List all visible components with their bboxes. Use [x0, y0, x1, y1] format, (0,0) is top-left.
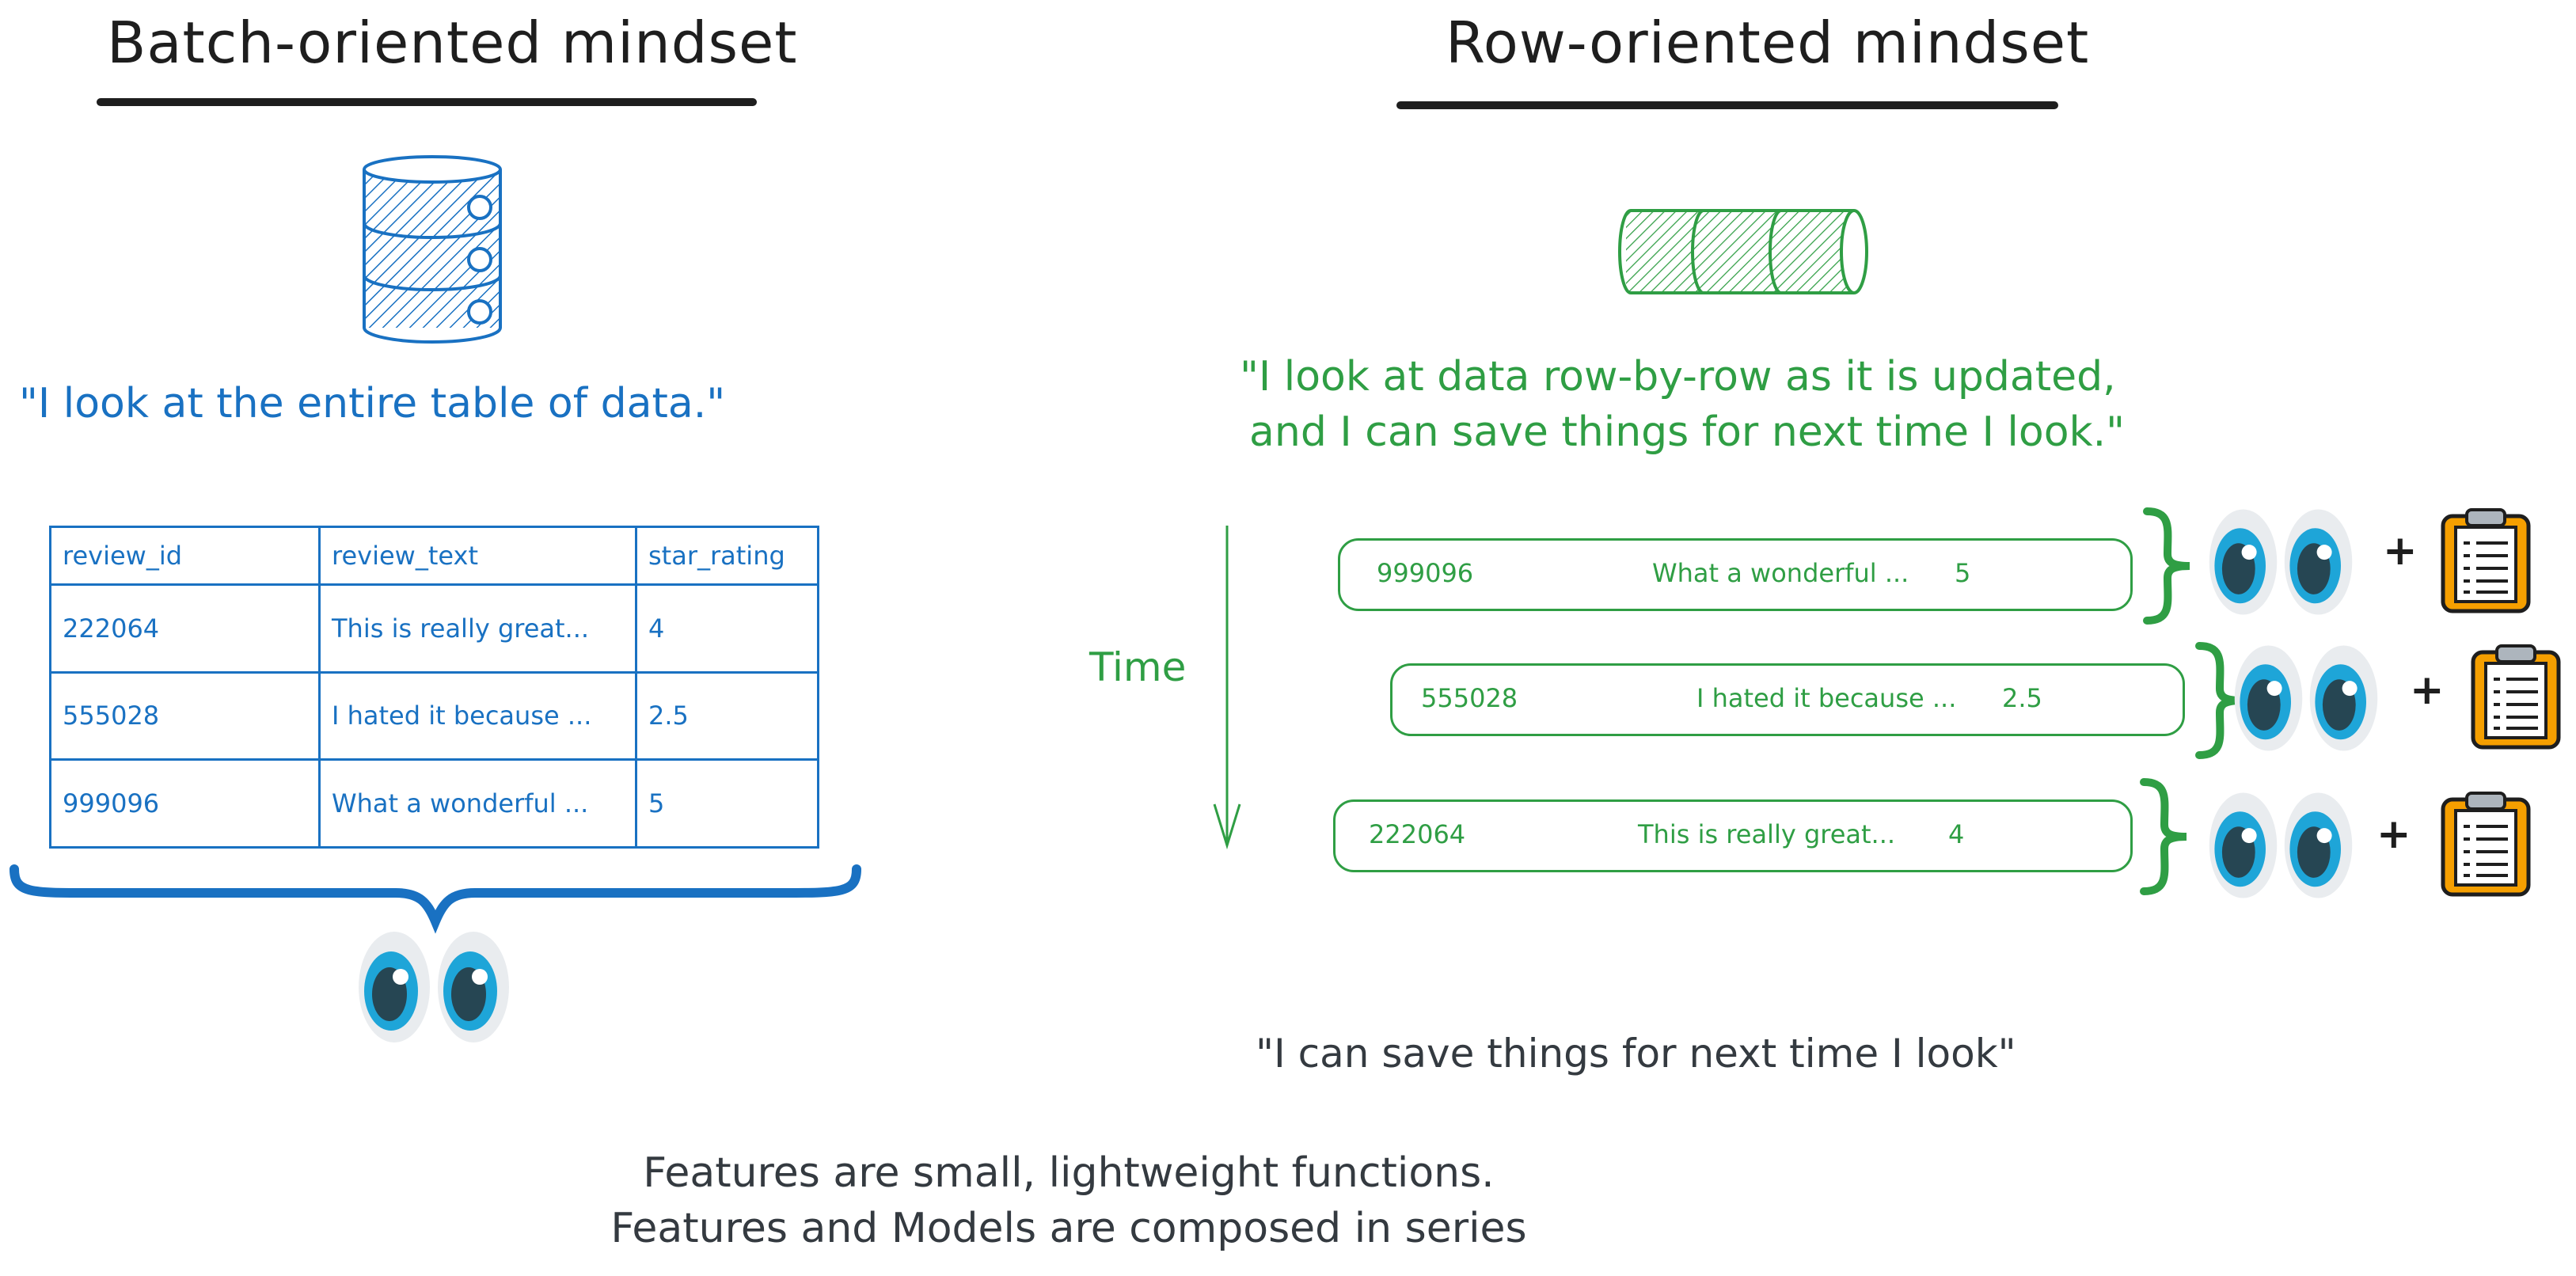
table-row: 222064 This is really great... 4 [49, 583, 819, 674]
table-cell: What a wonderful ... [318, 758, 637, 849]
row-cylinder-icon [1618, 209, 1868, 294]
plus-sign: + [2377, 811, 2411, 858]
column-header: star_rating [635, 526, 819, 586]
data-row-box: 999096 What a wonderful ... 5 [1338, 538, 2133, 611]
table-cell: 999096 [49, 758, 321, 849]
row-text: What a wonderful ... [1652, 558, 1909, 588]
database-icon [363, 155, 502, 344]
row-quote-line1: "I look at data row-by-row as it is upda… [1240, 353, 2116, 401]
down-arrow-icon [1213, 526, 1241, 850]
footer-line1: Features are small, lightweight function… [643, 1149, 1495, 1197]
table-row: 999096 What a wonderful ... 5 [49, 758, 819, 849]
table-header-row: review_id review_text star_rating [49, 526, 819, 586]
save-things-quote: "I can save things for next time I look" [1256, 1031, 2016, 1077]
row-quote-line2: and I can save things for next time I lo… [1249, 408, 2126, 456]
row-rating: 5 [1955, 558, 1971, 588]
batch-heading: Batch-oriented mindset [107, 9, 798, 76]
plus-sign: + [2410, 666, 2445, 714]
batch-heading-underline [97, 98, 757, 106]
table-cell: I hated it because ... [318, 670, 637, 761]
plus-sign: + [2383, 527, 2418, 575]
clipboard-icon [2471, 644, 2561, 750]
clipboard-icon [2441, 508, 2531, 613]
row-rating: 4 [1948, 819, 1965, 849]
table-row: 555028 I hated it because ... 2.5 [49, 670, 819, 761]
row-heading: Row-oriented mindset [1446, 9, 2090, 76]
table-cell: 222064 [49, 583, 321, 674]
row-id: 555028 [1421, 683, 1518, 713]
data-row-box: 222064 This is really great... 4 [1333, 799, 2133, 872]
table-cell: 4 [635, 583, 819, 674]
eyes-icon [359, 932, 509, 1042]
eyes-icon [2209, 509, 2353, 615]
row-id: 999096 [1377, 558, 1474, 588]
time-label: Time [1089, 644, 1187, 690]
eyes-icon [2209, 792, 2353, 898]
footer-line2: Features and Models are composed in seri… [610, 1205, 1527, 1252]
row-text: This is really great... [1638, 819, 1896, 849]
curly-brace-icon [2143, 507, 2190, 625]
curly-brace-icon [9, 864, 861, 934]
batch-quote: "I look at the entire table of data." [19, 380, 726, 427]
column-header: review_text [318, 526, 637, 586]
eyes-icon [2234, 645, 2378, 751]
row-rating: 2.5 [2002, 683, 2042, 713]
table-cell: 2.5 [635, 670, 819, 761]
column-header: review_id [49, 526, 321, 586]
table-cell: 555028 [49, 670, 321, 761]
data-row-box: 555028 I hated it because ... 2.5 [1390, 663, 2185, 736]
table-cell: 5 [635, 758, 819, 849]
table-cell: This is really great... [318, 583, 637, 674]
clipboard-icon [2441, 792, 2531, 897]
batch-table: review_id review_text star_rating 222064… [49, 526, 819, 849]
row-id: 222064 [1369, 819, 1466, 849]
row-text: I hated it because ... [1696, 683, 1957, 713]
curly-brace-icon [2140, 778, 2187, 895]
row-heading-underline [1396, 101, 2058, 109]
